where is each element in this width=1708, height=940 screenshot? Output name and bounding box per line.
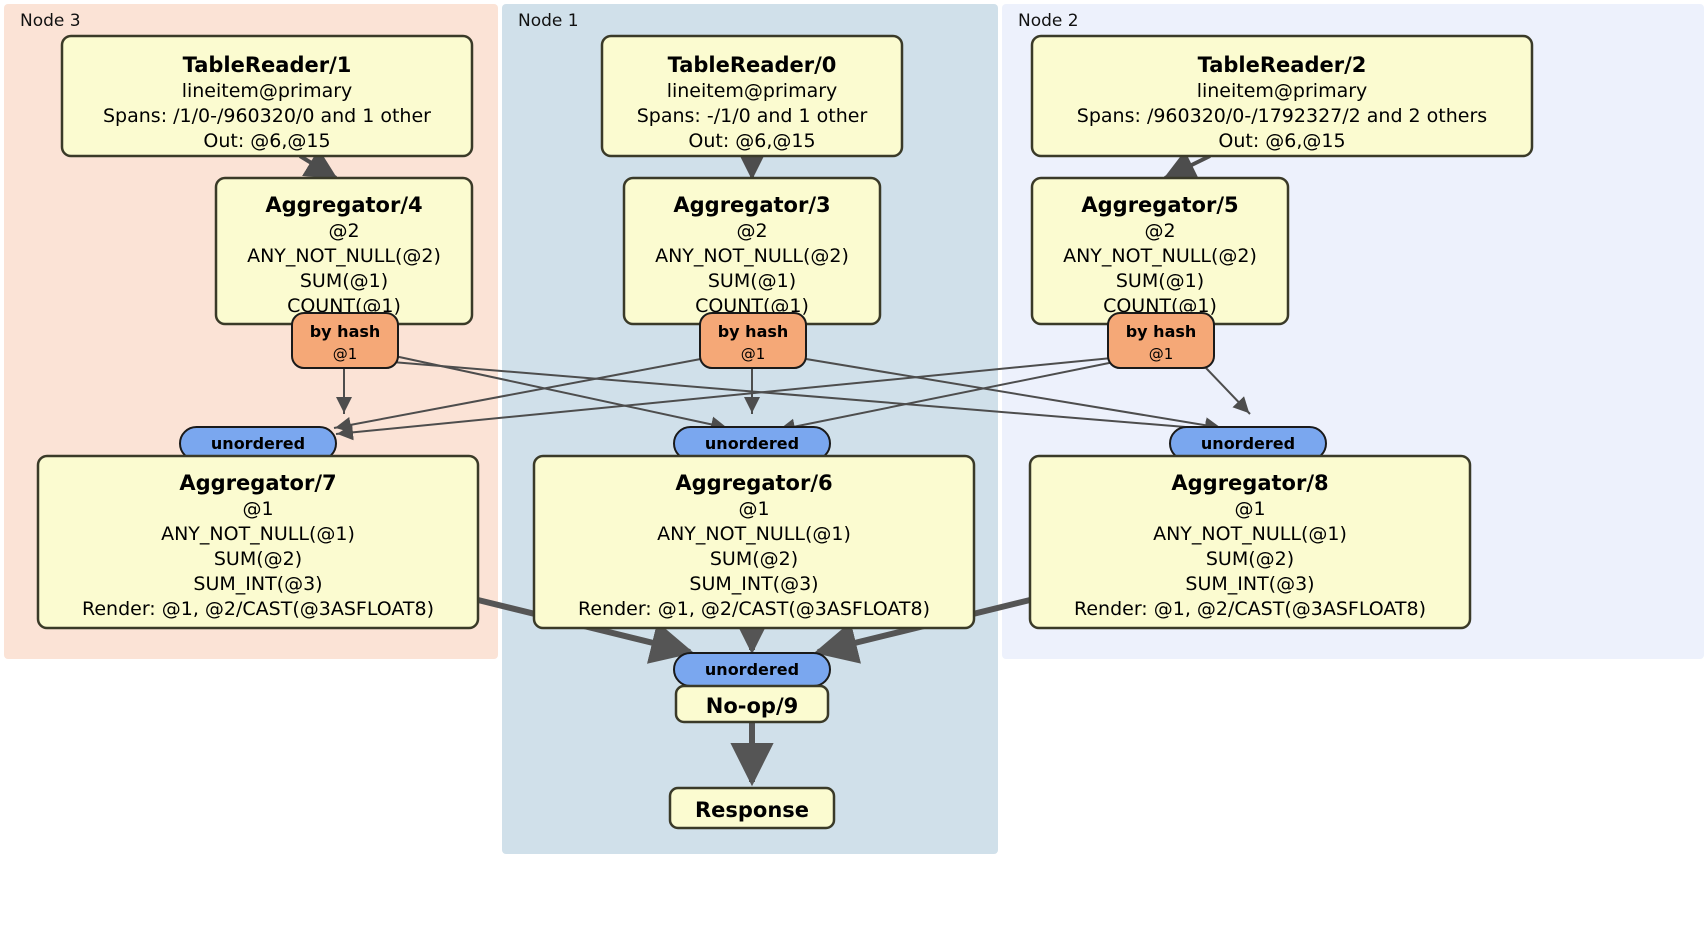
processor-title: No-op/9 — [706, 694, 798, 718]
processor-line: lineitem@primary — [1197, 80, 1368, 102]
processor-response[interactable]: Response — [668, 786, 836, 830]
edge-hashC-unoR — [799, 357, 1223, 434]
router-byhash-center[interactable]: by hash @1 — [699, 312, 807, 369]
edge-tr2-agg5 — [1163, 150, 1211, 180]
processor-line: ANY_NOT_NULL(@1) — [161, 523, 355, 545]
processor-line: COUNT(@1) — [695, 295, 809, 317]
node-label-node2: Node 2 — [1018, 11, 1079, 31]
processor-line: Spans: /960320/0-/1792327/2 and 2 others — [1077, 105, 1487, 127]
processor-line: @1 — [1234, 498, 1265, 520]
edge-hashR-unoC — [777, 361, 1115, 435]
synchronizer-label: unordered — [1201, 434, 1295, 453]
processor-line: lineitem@primary — [667, 80, 838, 102]
processor-line: Spans: -/1/0 and 1 other — [637, 105, 868, 127]
processor-line: Out: @6,@15 — [1218, 130, 1345, 152]
processor-line: Spans: /1/0-/960320/0 and 1 other — [103, 105, 431, 127]
processor-line: COUNT(@1) — [1103, 295, 1217, 317]
processor-title: TableReader/1 — [183, 53, 352, 77]
synchronizer-label: unordered — [211, 434, 305, 453]
processor-tablereader1[interactable]: TableReader/1 lineitem@primary Spans: /1… — [60, 34, 474, 158]
edge-hashC-unoL — [333, 357, 707, 433]
processor-line: Out: @6,@15 — [688, 130, 815, 152]
processor-line: Render: @1, @2/CAST(@3ASFLOAT8) — [82, 598, 434, 620]
processor-tablereader0[interactable]: TableReader/0 lineitem@primary Spans: -/… — [600, 34, 904, 158]
processor-line: ANY_NOT_NULL(@2) — [247, 245, 441, 267]
edge-hashR-unoL — [335, 357, 1113, 441]
processor-line: ANY_NOT_NULL(@2) — [1063, 245, 1257, 267]
processor-line: Render: @1, @2/CAST(@3ASFLOAT8) — [578, 598, 930, 620]
node-label-node3: Node 3 — [20, 11, 81, 31]
router-sublabel: @1 — [741, 345, 766, 363]
processor-title: TableReader/2 — [1198, 53, 1367, 77]
processor-aggregator5[interactable]: Aggregator/5 @2 ANY_NOT_NULL(@2) SUM(@1)… — [1030, 176, 1290, 326]
processor-line: SUM(@2) — [214, 548, 302, 570]
processor-line: SUM(@2) — [710, 548, 798, 570]
edge-mesh-group — [333, 354, 1251, 441]
router-byhash-right[interactable]: by hash @1 — [1107, 312, 1215, 369]
processor-line: ANY_NOT_NULL(@2) — [655, 245, 849, 267]
processor-line: SUM(@1) — [300, 270, 388, 292]
processor-title: Aggregator/4 — [265, 193, 422, 217]
router-sublabel: @1 — [1149, 345, 1174, 363]
processor-title: Aggregator/7 — [179, 471, 336, 495]
edge-tr1-agg4 — [298, 148, 338, 180]
processor-line: SUM_INT(@3) — [193, 573, 322, 595]
processor-line: COUNT(@1) — [287, 295, 401, 317]
synchronizer-label: unordered — [705, 434, 799, 453]
processor-title: Aggregator/6 — [675, 471, 832, 495]
node-label-node1: Node 1 — [518, 11, 579, 31]
processor-line: ANY_NOT_NULL(@1) — [657, 523, 851, 545]
processor-noop9[interactable]: No-op/9 — [674, 684, 830, 724]
processor-line: SUM(@2) — [1206, 548, 1294, 570]
processor-tablereader2[interactable]: TableReader/2 lineitem@primary Spans: /9… — [1030, 34, 1534, 158]
processor-line: SUM(@1) — [708, 270, 796, 292]
synchronizer-unordered-center[interactable]: unordered — [673, 426, 831, 461]
processor-title: Aggregator/3 — [673, 193, 830, 217]
processor-line: @2 — [736, 220, 767, 242]
processor-line: SUM_INT(@3) — [689, 573, 818, 595]
processor-line: SUM(@1) — [1116, 270, 1204, 292]
processor-line: @1 — [738, 498, 769, 520]
processor-aggregator6[interactable]: Aggregator/6 @1 ANY_NOT_NULL(@1) SUM(@2)… — [532, 454, 976, 630]
processor-line: @2 — [1144, 220, 1175, 242]
synchronizer-unordered-left[interactable]: unordered — [179, 426, 337, 461]
router-label: by hash — [1126, 322, 1197, 341]
router-byhash-left[interactable]: by hash @1 — [291, 312, 399, 369]
processor-aggregator3[interactable]: Aggregator/3 @2 ANY_NOT_NULL(@2) SUM(@1)… — [622, 176, 882, 326]
processor-line: ANY_NOT_NULL(@1) — [1153, 523, 1347, 545]
processor-line: SUM_INT(@3) — [1185, 573, 1314, 595]
router-label: by hash — [718, 322, 789, 341]
router-label: by hash — [310, 322, 381, 341]
processor-line: @1 — [242, 498, 273, 520]
processor-aggregator7[interactable]: Aggregator/7 @1 ANY_NOT_NULL(@1) SUM(@2)… — [36, 454, 480, 630]
processor-aggregator8[interactable]: Aggregator/8 @1 ANY_NOT_NULL(@1) SUM(@2)… — [1028, 454, 1472, 630]
processor-line: lineitem@primary — [182, 80, 353, 102]
router-sublabel: @1 — [333, 345, 358, 363]
processor-title: Aggregator/5 — [1081, 193, 1238, 217]
processor-title: TableReader/0 — [668, 53, 837, 77]
synchronizer-unordered-final[interactable]: unordered — [673, 652, 831, 687]
processor-line: @2 — [328, 220, 359, 242]
processor-title: Aggregator/8 — [1171, 471, 1328, 495]
processor-aggregator4[interactable]: Aggregator/4 @2 ANY_NOT_NULL(@2) SUM(@1)… — [214, 176, 474, 326]
synchronizer-label: unordered — [705, 660, 799, 679]
processor-line: Render: @1, @2/CAST(@3ASFLOAT8) — [1074, 598, 1426, 620]
edge-hashL-unoR — [391, 361, 1223, 437]
processor-title: Response — [695, 798, 809, 822]
edge-hashR-unoR — [1205, 367, 1251, 415]
processor-line: Out: @6,@15 — [203, 130, 330, 152]
